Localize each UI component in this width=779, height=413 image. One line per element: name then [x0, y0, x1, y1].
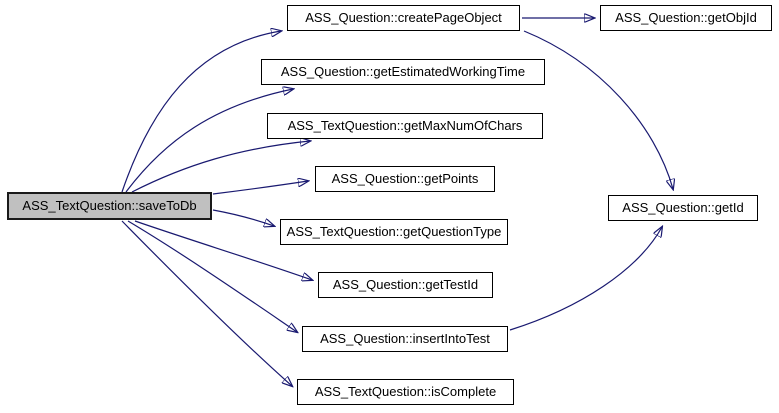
node-getEstimatedWorkingTime[interactable]: ASS_Question::getEstimatedWorkingTime: [261, 59, 545, 85]
node-getQuestionType[interactable]: ASS_TextQuestion::getQuestionType: [280, 219, 508, 245]
node-getId[interactable]: ASS_Question::getId: [608, 195, 758, 221]
node-getObjId[interactable]: ASS_Question::getObjId: [600, 5, 772, 31]
edge-saveToDb-to-getEstimatedWorkingTime: [125, 89, 293, 193]
node-getPoints[interactable]: ASS_Question::getPoints: [315, 166, 495, 192]
node-insertIntoTest[interactable]: ASS_Question::insertIntoTest: [302, 326, 508, 352]
node-createPageObject[interactable]: ASS_Question::createPageObject: [287, 5, 520, 31]
node-isComplete[interactable]: ASS_TextQuestion::isComplete: [297, 379, 514, 405]
node-getTestId[interactable]: ASS_Question::getTestId: [318, 272, 493, 298]
edge-saveToDb-to-getQuestionType: [212, 209, 274, 226]
edge-createPageObject-to-getId: [523, 30, 673, 189]
edge-saveToDb-to-getTestId: [134, 220, 312, 280]
edge-saveToDb-to-createPageObject: [121, 31, 281, 193]
edge-insertIntoTest-to-getId: [509, 227, 662, 331]
node-getMaxNumOfChars[interactable]: ASS_TextQuestion::getMaxNumOfChars: [267, 113, 543, 139]
edge-saveToDb-to-isComplete: [121, 220, 292, 386]
edge-saveToDb-to-getMaxNumOfChars: [131, 141, 310, 193]
node-saveToDb: ASS_TextQuestion::saveToDb: [7, 192, 212, 220]
edge-saveToDb-to-insertIntoTest: [127, 220, 297, 332]
edge-saveToDb-to-getPoints: [212, 181, 308, 195]
